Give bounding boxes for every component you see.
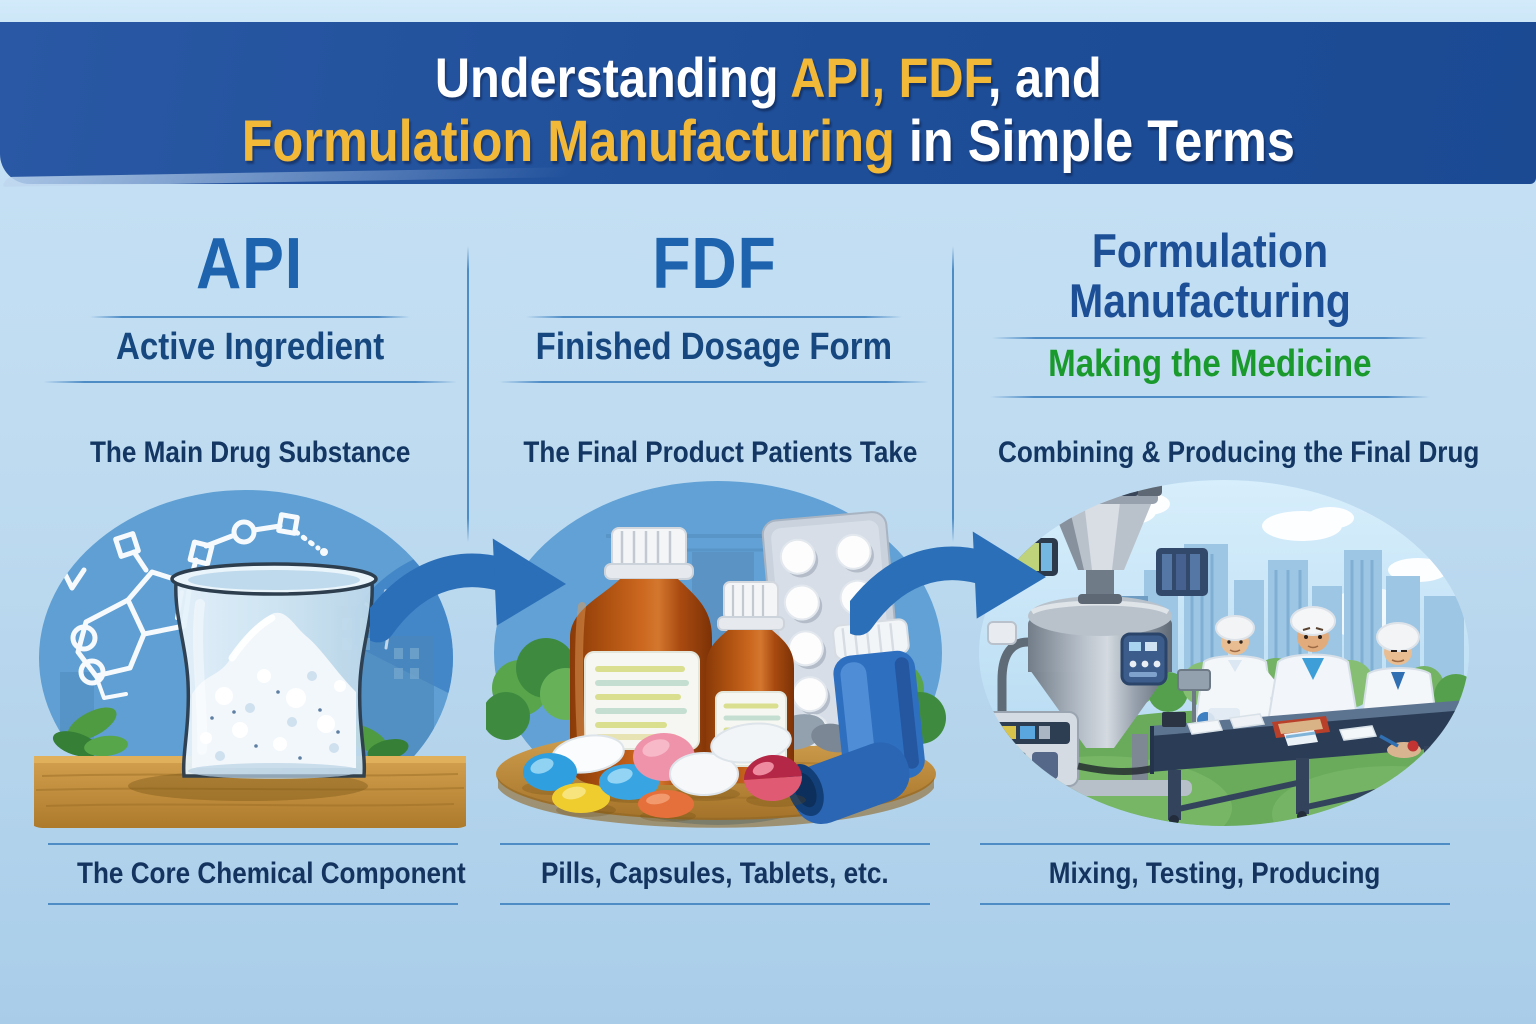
column-divider (952, 246, 954, 542)
formulation-manufacturing-acronym: Formulation Manufacturing (1069, 224, 1351, 328)
api-acronym: API (196, 224, 304, 304)
title-line1-highlight: API, FDF (790, 46, 988, 109)
conveyor-table (1150, 669, 1466, 825)
inhaler (786, 618, 925, 825)
column-divider (467, 246, 469, 542)
medicine-bottle-large (570, 527, 712, 785)
fdf-description: The Final Product Patients Take (523, 436, 918, 469)
manufacturing-illustration (979, 480, 1469, 826)
rule-line (992, 336, 1428, 339)
api-description: The Main Drug Substance (89, 436, 411, 469)
api-subtitle: Active Ingredient (115, 326, 385, 368)
leaves (52, 707, 409, 761)
title-line1-prefix: Understanding (434, 46, 791, 109)
title-line-1: Understanding API, FDF, and (0, 48, 1536, 107)
formulation-manufacturing-subtitle: Making the Medicine (1048, 342, 1372, 385)
flow-arrow-icon (370, 538, 567, 643)
column-formulation-manufacturing: Formulation Manufacturing Making the Med… (962, 224, 1458, 398)
rule-line (90, 316, 410, 318)
fdf-subtitle: Finished Dosage Form (535, 326, 893, 368)
fdf-acronym: FDF (651, 224, 777, 304)
title-banner: Understanding API, FDF, and Formulation … (0, 22, 1536, 184)
fdf-illustration (486, 481, 946, 828)
rule-line (526, 316, 902, 318)
title-line-2: Formulation Manufacturing in Simple Term… (0, 111, 1536, 172)
beaker-icon (170, 562, 378, 779)
fdf-caption: Pills, Capsules, Tablets, etc. (500, 843, 930, 905)
column-api: API Active Ingredient (30, 228, 470, 383)
title-line2-suffix: in Simple Terms (894, 109, 1295, 175)
column-fdf: FDF Finished Dosage Form (494, 228, 934, 383)
title-line1-suffix: , and (987, 46, 1102, 109)
rule-line (990, 395, 1430, 398)
rule-line (43, 381, 457, 383)
title-line2-highlight: Formulation Manufacturing (241, 109, 895, 175)
rule-line (499, 381, 929, 383)
flow-arrow-icon (850, 531, 1047, 636)
formulation-manufacturing-caption: Mixing, Testing, Producing (980, 843, 1450, 905)
formulation-manufacturing-description: Combining & Producing the Final Drug (997, 436, 1480, 469)
pills (522, 722, 806, 822)
api-caption: The Core Chemical Component (48, 843, 466, 905)
